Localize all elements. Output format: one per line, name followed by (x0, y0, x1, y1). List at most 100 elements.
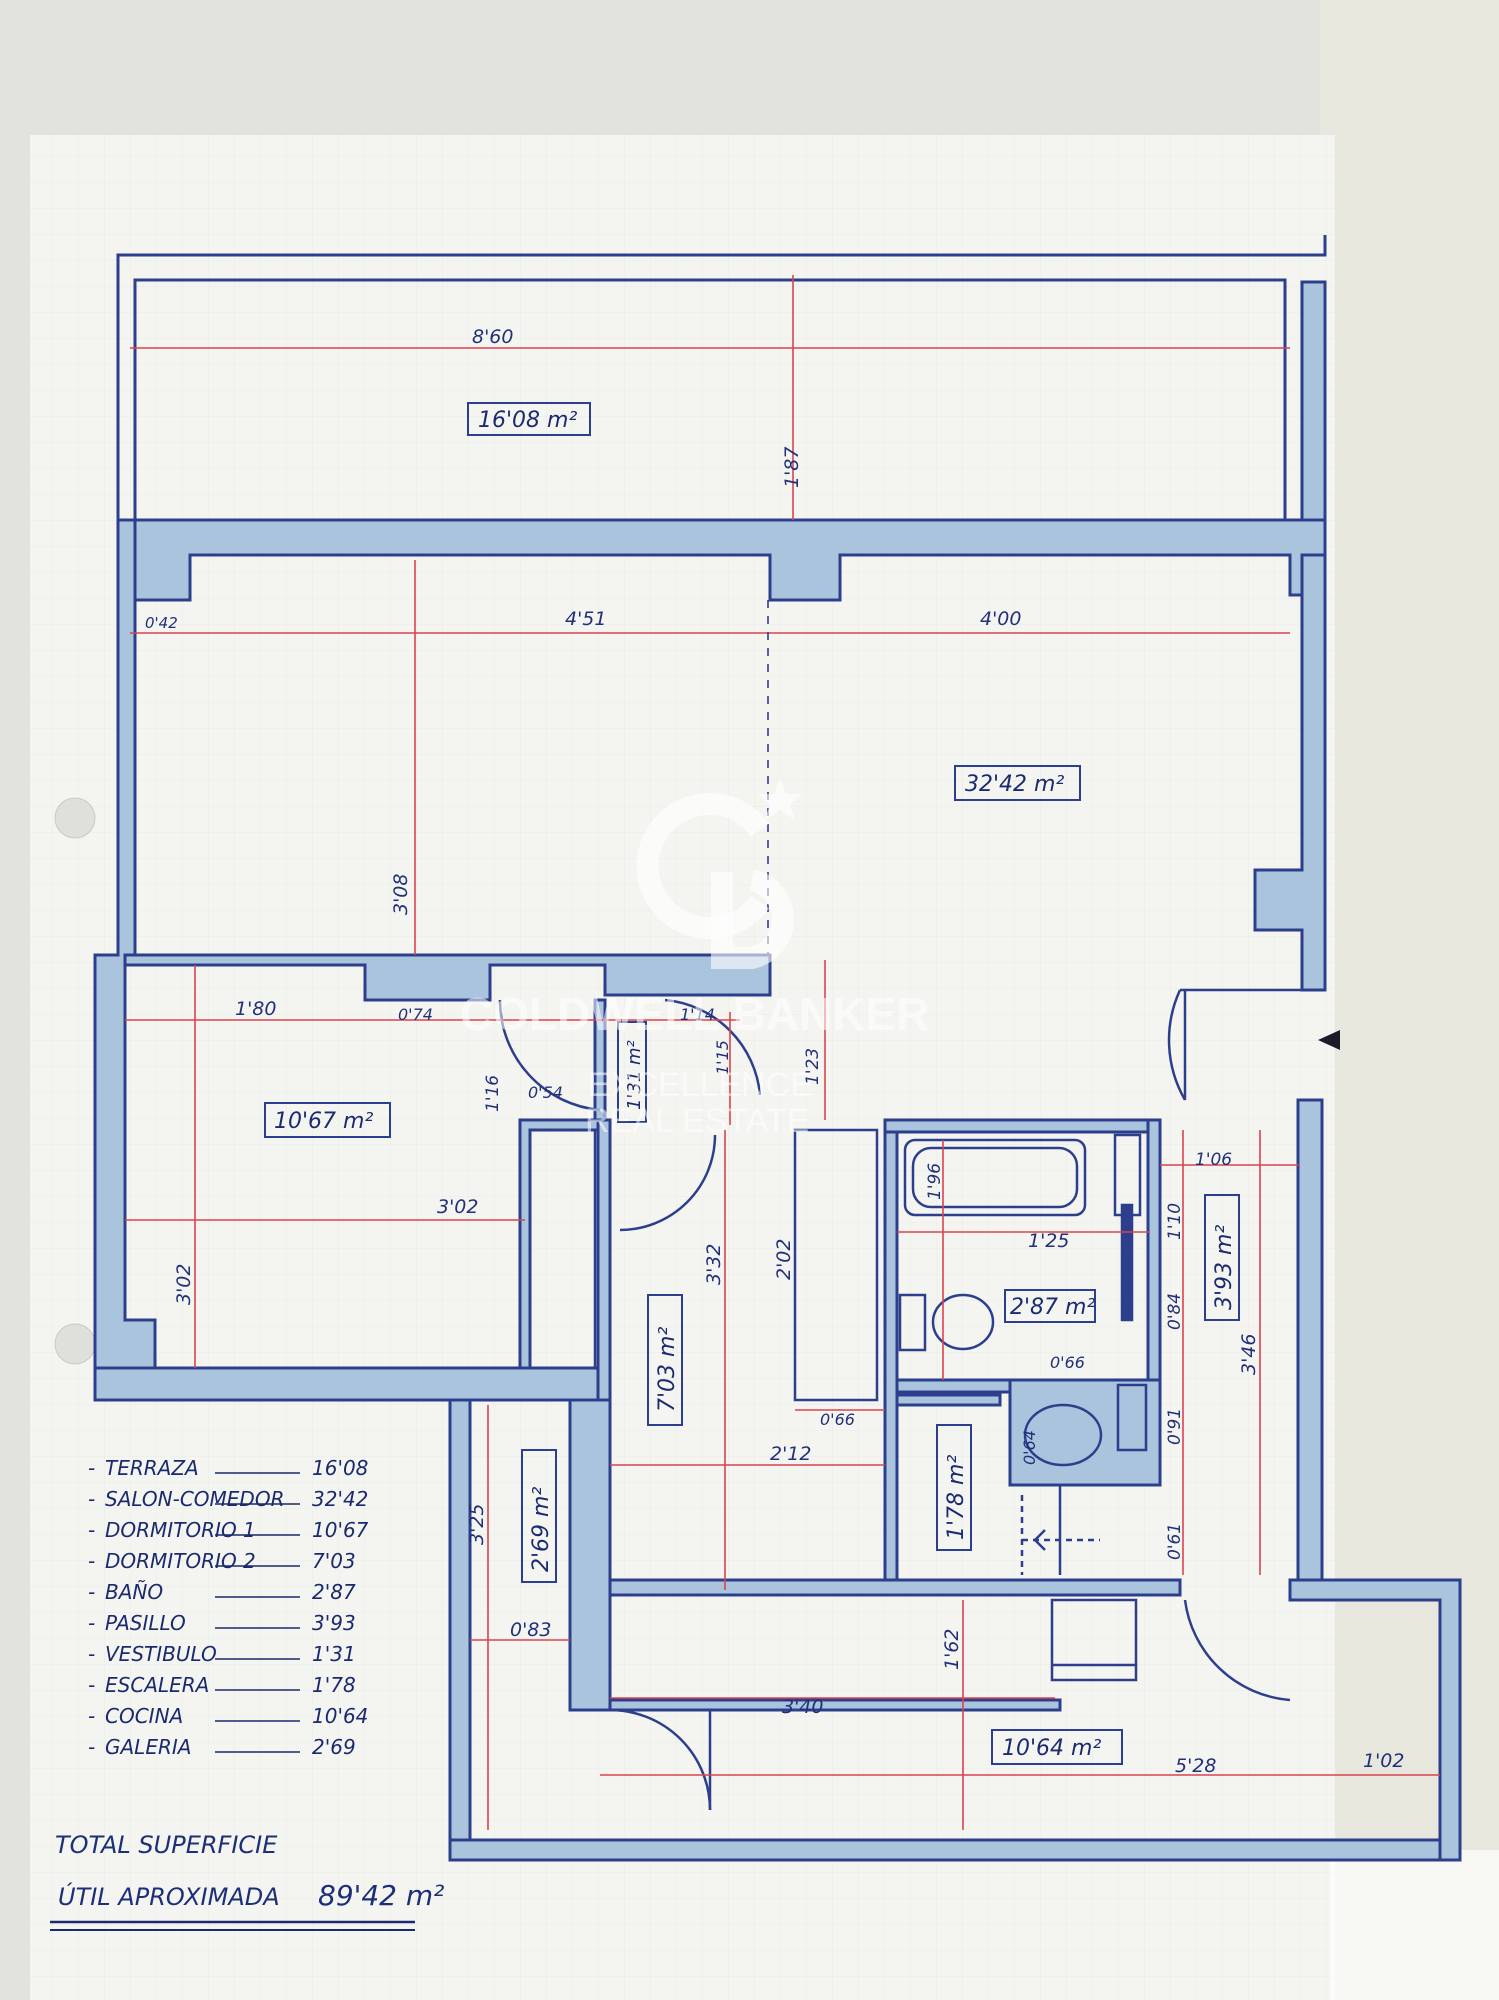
bed2-area: 7'03 m² (655, 1327, 680, 1412)
legend-row: -TERRAZA 16'08 (88, 1456, 368, 1480)
legend-bullet: - (88, 1611, 95, 1635)
terrace-area: 16'08 m² (478, 408, 577, 433)
fixtures (528, 1128, 1148, 1682)
legend-row: -VESTIBULO 1'31 (88, 1642, 356, 1666)
dim-bath-tub: 1'96 (925, 1163, 945, 1200)
dim-bath-gap: 0'66 (1050, 1353, 1085, 1372)
legend-name: SALON-COMEDOR (105, 1487, 284, 1511)
legend-value: 10'64 (312, 1704, 368, 1728)
legend-name: GALERIA (105, 1735, 191, 1759)
legend-bullet: - (88, 1642, 95, 1666)
legend-bullet: - (88, 1456, 95, 1480)
punch-hole-bottom (54, 1323, 96, 1365)
cb-logo-icon (636, 793, 795, 969)
legend-row: -GALERIA 2'69 (88, 1735, 356, 1759)
stair-area: 1'78 m² (944, 1455, 969, 1540)
legend-name: TERRAZA (105, 1456, 199, 1480)
bathtub (903, 1138, 1087, 1217)
dim-hall-b: 0'84 (1165, 1293, 1185, 1330)
right-surface (1320, 0, 1499, 2000)
sink (1023, 1403, 1103, 1467)
total-line2: ÚTIL APROXIMADA (58, 1881, 280, 1911)
bed2-closet (793, 1128, 879, 1402)
legend-name: ESCALERA (105, 1673, 209, 1697)
dim-gal-depth: 3'25 (466, 1504, 488, 1546)
entrance-arrow-icon (1318, 1030, 1340, 1050)
legend-name: COCINA (105, 1704, 183, 1728)
bath-area: 2'87 m² (1010, 1295, 1095, 1320)
toilet-bowl (931, 1293, 995, 1351)
legend-name: DORMITORIO 1 (105, 1518, 256, 1542)
legend-bullet: - (88, 1518, 95, 1542)
walls (93, 280, 1462, 1862)
cb-star-icon (757, 778, 803, 820)
legend-bullet: - (88, 1735, 95, 1759)
dim-hall-d: 0'61 (1165, 1523, 1185, 1560)
dim-hall-a: 1'10 (1165, 1203, 1185, 1240)
dim-bed1-top: 1'80 (235, 998, 277, 1020)
watermark-line3: REAL ESTATE (585, 1102, 809, 1140)
legend-value: 1'31 (312, 1642, 356, 1666)
dim-living-wall: 0'42 (145, 614, 178, 632)
kitchen-appliance (1050, 1598, 1138, 1682)
dim-stair-w: 0'64 (1020, 1430, 1039, 1465)
legend-name: VESTIBULO (105, 1642, 217, 1666)
dimension-labels: 8'60 1'87 0'42 4'51 4'00 3'08 1'80 0'74 … (145, 326, 1405, 1777)
total-value: 89'42 m² (318, 1879, 444, 1912)
total-line1: TOTAL SUPERFICIE (55, 1831, 278, 1859)
dim-bed1-width: 3'02 (437, 1196, 479, 1218)
dim-bed2-closet: 2'02 (773, 1239, 795, 1281)
legend-bullet: - (88, 1580, 95, 1604)
dim-kitchen-extra: 1'02 (1363, 1750, 1405, 1772)
dim-kitchen-counter: 3'40 (782, 1696, 824, 1718)
legend-name: BAÑO (105, 1580, 163, 1604)
legend-value: 1'78 (312, 1673, 356, 1697)
dim-bed1-door: 0'74 (398, 1005, 433, 1024)
dim-hall-width: 1'06 (1195, 1150, 1232, 1170)
bed1-closet (528, 1128, 597, 1370)
paper-grid (30, 135, 1335, 2000)
legend-bullet: - (88, 1704, 95, 1728)
legend-row: -ESCALERA 1'78 (88, 1673, 356, 1697)
legend-bullet: - (88, 1487, 95, 1511)
dim-kitchen-width: 5'28 (1175, 1755, 1217, 1777)
legend-value: 16'08 (312, 1456, 368, 1480)
legend-row: -DORMITORIO 1 10'67 (88, 1518, 369, 1542)
punch-hole-top (54, 797, 96, 839)
dim-hall-length: 3'46 (1238, 1334, 1260, 1376)
area-labels: 16'08 m² 32'42 m² 10'67 m² 2'87 m² 10'64… (264, 402, 1240, 1765)
watermark: COLDWELL BANKER EXCELLENCE REAL ESTATE (460, 778, 929, 1140)
dim-hall-c: 0'91 (1165, 1408, 1185, 1445)
legend-value: 32'42 (312, 1487, 368, 1511)
dim-bed1-door-depth: 1'16 (483, 1075, 503, 1112)
vest-area: 1'31 m² (624, 1040, 645, 1110)
dim-terrace-depth: 1'87 (781, 447, 803, 489)
legend-value: 10'67 (312, 1518, 369, 1542)
legend-value: 2'69 (312, 1735, 356, 1759)
watermark-line1: COLDWELL BANKER (460, 988, 929, 1040)
dim-bath-width: 1'25 (1028, 1230, 1070, 1252)
total-block: TOTAL SUPERFICIE ÚTIL APROXIMADA 89'42 m… (50, 1831, 444, 1931)
dim-hall-gap: 1'23 (803, 1048, 823, 1085)
dim-vest-depth: 1'15 (713, 1040, 732, 1075)
dim-bed2-depth: 3'32 (703, 1244, 725, 1286)
legend-bullet: - (88, 1549, 95, 1573)
legend-row: -PASILLO 3'93 (88, 1611, 356, 1635)
dim-bed2-closet-w: 0'66 (820, 1410, 855, 1429)
dim-living-depth: 3'08 (390, 874, 412, 916)
legend-value: 3'93 (312, 1611, 356, 1635)
dim-kitchen-depth: 1'62 (941, 1629, 963, 1671)
dim-bed1-depth: 3'02 (173, 1264, 195, 1306)
toilet-tank (898, 1293, 927, 1352)
dim-bed1-gap: 0'54 (528, 1083, 563, 1102)
paper-glare (1330, 1850, 1499, 2000)
kitchen-area: 10'64 m² (1002, 1736, 1101, 1761)
legend-row: -COCINA 10'64 (88, 1704, 368, 1728)
dim-bed2-width: 2'12 (770, 1443, 812, 1465)
legend-name: PASILLO (105, 1611, 186, 1635)
legend-value: 2'87 (312, 1580, 356, 1604)
legend-bullet: - (88, 1673, 95, 1697)
hall-area: 3'93 m² (1212, 1225, 1237, 1310)
